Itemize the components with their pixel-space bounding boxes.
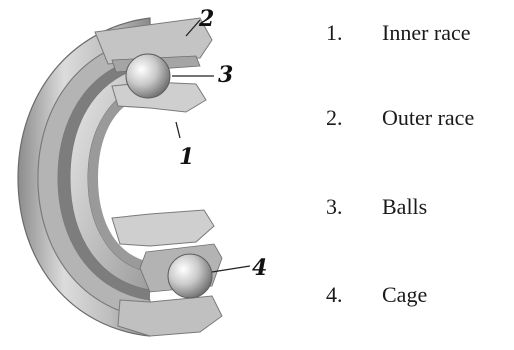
bottom-section-inner	[112, 210, 214, 246]
legend-item-outer-race: 2. Outer race	[326, 105, 474, 131]
legend-item-inner-race: 1. Inner race	[326, 20, 471, 46]
bearing-cutaway-drawing	[0, 0, 300, 345]
legend-number: 4.	[326, 282, 382, 308]
legend-label: Balls	[382, 194, 427, 220]
callout-balls: 3	[218, 64, 233, 86]
leader-line-inner-race	[176, 122, 180, 138]
parts-legend: 1. Inner race 2. Outer race 3. Balls 4. …	[326, 10, 514, 340]
legend-item-cage: 4. Cage	[326, 282, 427, 308]
legend-number: 1.	[326, 20, 382, 46]
legend-label: Inner race	[382, 20, 471, 46]
bottom-section-outer	[118, 296, 222, 336]
legend-number: 3.	[326, 194, 382, 220]
legend-number: 2.	[326, 105, 382, 131]
top-ball	[126, 54, 170, 98]
legend-label: Cage	[382, 282, 427, 308]
legend-label: Outer race	[382, 105, 474, 131]
callout-cage: 4	[252, 257, 267, 279]
legend-item-balls: 3. Balls	[326, 194, 427, 220]
bottom-ball	[168, 254, 212, 298]
callout-inner-race: 1	[179, 146, 194, 168]
callout-outer-race: 2	[199, 8, 214, 30]
bearing-illustration: 2 3 1 4	[0, 0, 300, 345]
